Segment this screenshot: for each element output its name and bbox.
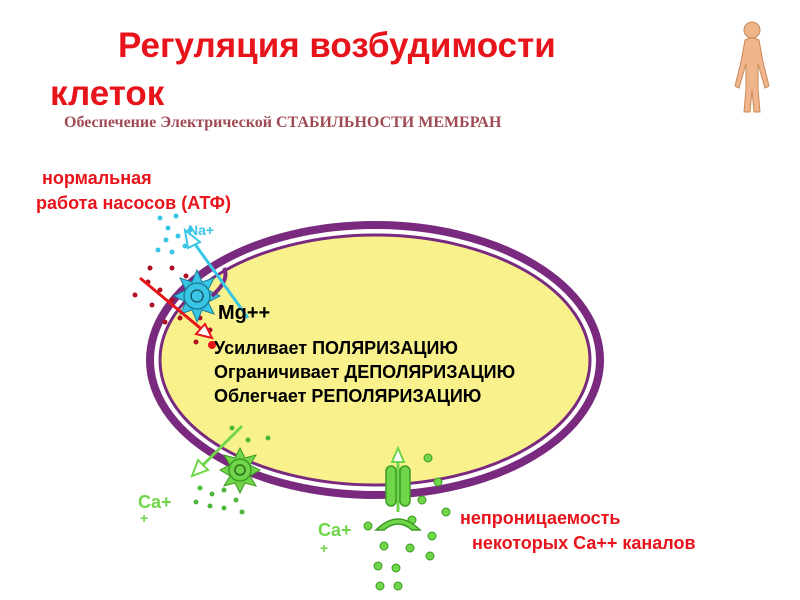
effect-polarization: Усиливает ПОЛЯРИЗАЦИЮ: [214, 338, 458, 358]
effect-depolarization: Ограничивает ДЕПОЛЯРИЗАЦИЮ: [214, 362, 516, 382]
calcium-label-bottom: Ca+: [318, 520, 352, 540]
potassium-influx-arrow: [139, 276, 216, 349]
sodium-efflux-arrows: [183, 227, 250, 319]
calcium-efflux-arrow: [190, 424, 244, 478]
subtitle: Обеспечение Электрической СТАБИЛЬНОСТИ М…: [64, 114, 502, 131]
pump-note-line-2: работа насосов (АТФ): [36, 193, 231, 213]
calcium-label-left: Ca+: [138, 492, 172, 512]
sodium-pump-icon: [172, 267, 228, 324]
cell-membrane-outer: [146, 221, 604, 499]
calcium-label-left-plus: +: [140, 510, 149, 526]
magnesium-label: Mg++: [218, 302, 271, 324]
title-line-1: Регуляция возбудимости: [118, 26, 556, 65]
effect-repolarization: Облегчает РЕПОЛЯРИЗАЦИЮ: [214, 386, 482, 406]
potassium-ion-dots: [132, 265, 225, 345]
human-figure-icon: [734, 21, 770, 113]
pump-note-line-1: нормальная: [42, 168, 152, 188]
sodium-ion-dots: [155, 213, 193, 255]
sodium-label: Na+: [188, 222, 215, 238]
title-line-2: клеток: [50, 74, 165, 113]
channel-note-line-1: непроницаемость: [460, 508, 621, 528]
calcium-label-bottom-plus: +: [320, 540, 329, 556]
calcium-channel-icon: [374, 445, 422, 531]
calcium-pump-icon: [218, 446, 262, 495]
calcium-ion-dots-bottom: [363, 453, 451, 591]
channel-note-line-2: некоторых Са++ каналов: [472, 533, 696, 553]
cell-cytoplasm: [158, 233, 592, 487]
